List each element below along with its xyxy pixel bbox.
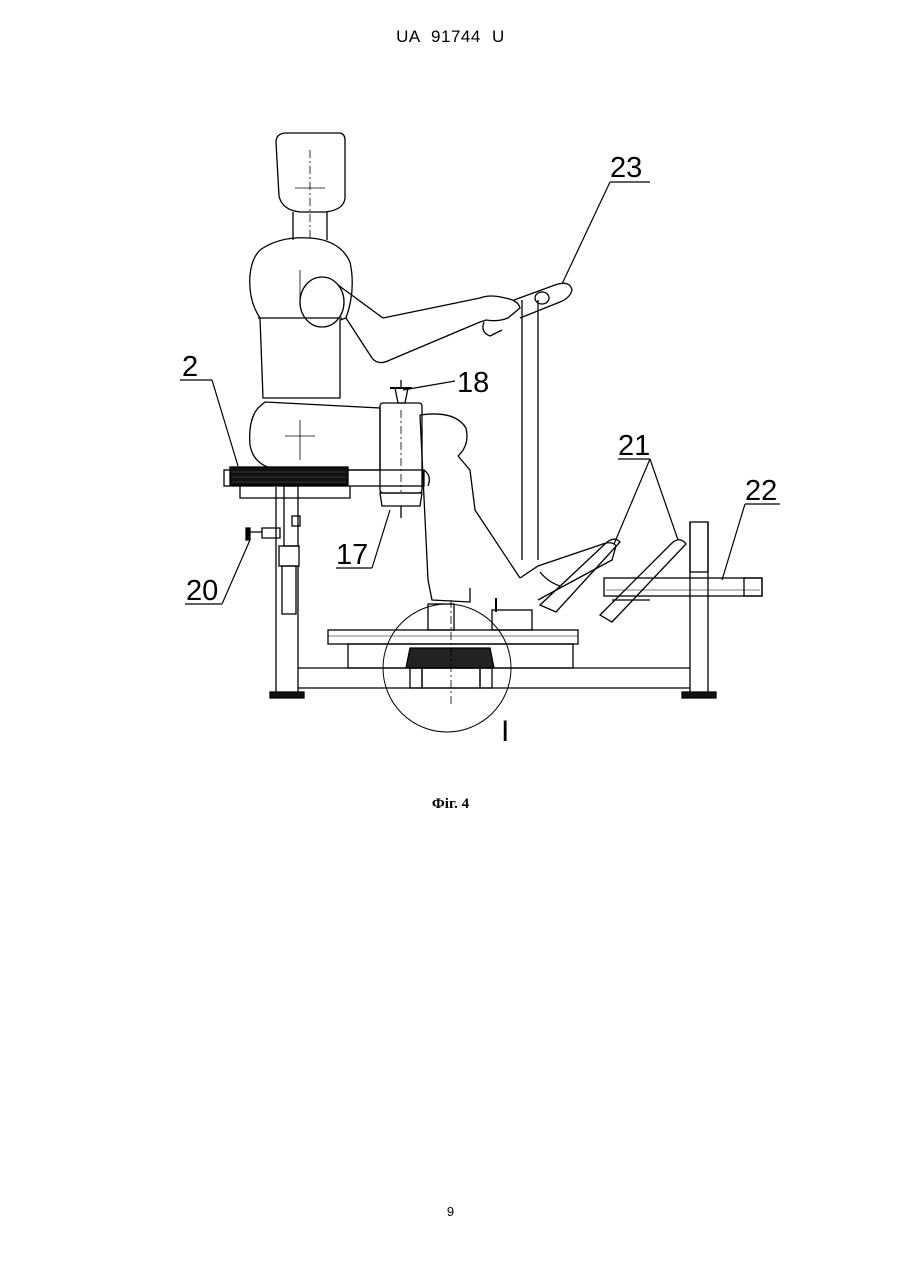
callout-22: 22: [745, 475, 777, 507]
thigh-pad-assembly: [380, 380, 429, 518]
callout-2: 2: [182, 351, 198, 383]
callout-17: 17: [336, 539, 368, 571]
figure-caption: Фіг. 4: [0, 796, 901, 813]
mannequin-figure: [250, 133, 616, 602]
callout-18: 18: [457, 367, 489, 399]
callout-23: 23: [610, 152, 642, 184]
detail-marker-I: I: [501, 715, 509, 748]
callout-20: 20: [186, 575, 218, 607]
seat-assembly: [224, 467, 424, 698]
callout-21: 21: [618, 430, 650, 462]
handle-post-assembly: [514, 283, 572, 560]
page-number: 9: [0, 1204, 901, 1219]
